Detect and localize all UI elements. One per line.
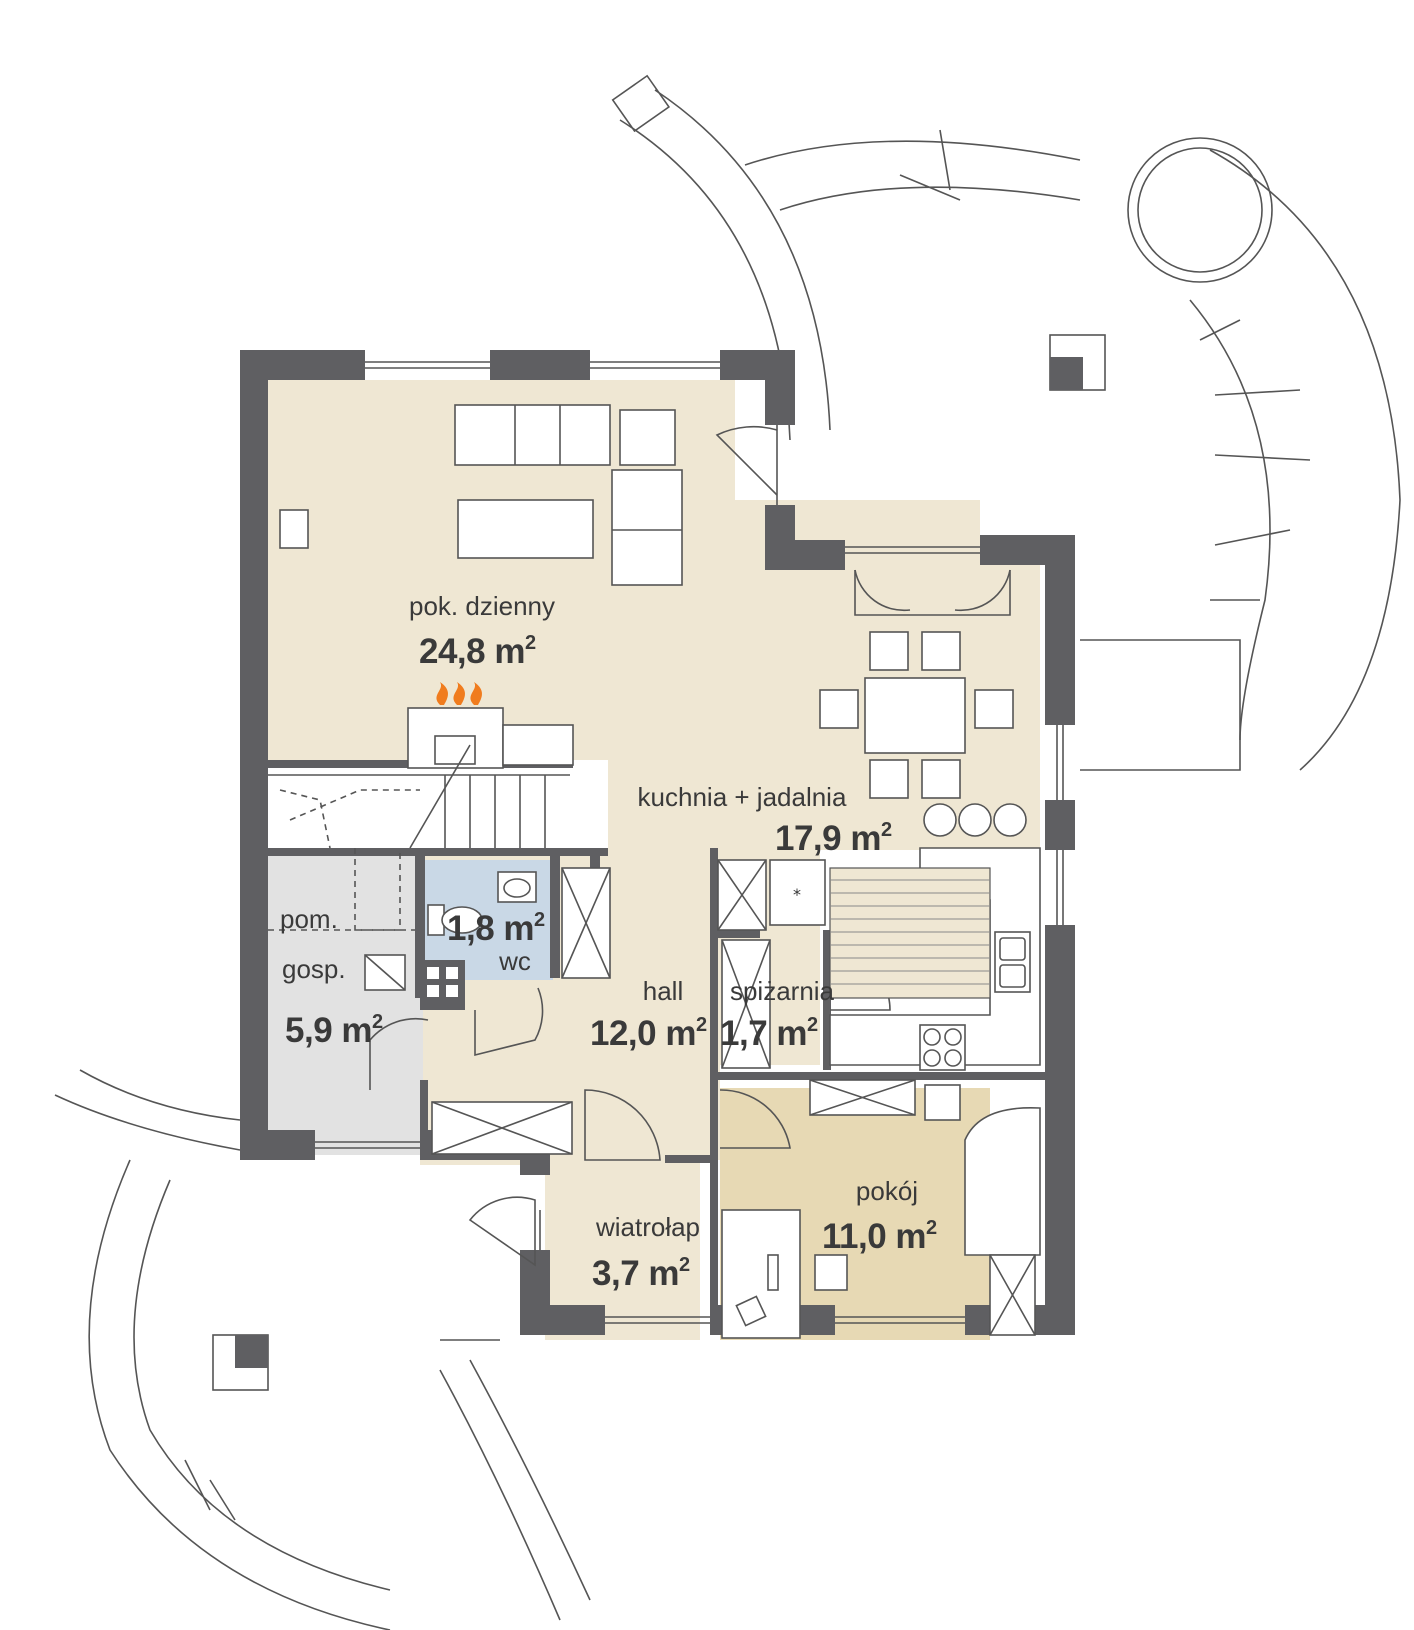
utility-room-name-line2: gosp. xyxy=(282,954,346,984)
round-planter xyxy=(1127,137,1273,283)
kitchen-room-name: kuchnia + jadalnia xyxy=(638,782,847,812)
pantry-shelves xyxy=(721,939,771,1069)
windows xyxy=(315,361,1064,1324)
room-name: pokój xyxy=(856,1176,918,1206)
terrace-bottom-left xyxy=(54,1069,591,1630)
wc-sink xyxy=(497,871,537,903)
svg-text:*: * xyxy=(793,885,801,904)
staircase xyxy=(268,744,570,931)
label-living: pok. dzienny 24,8 m2 xyxy=(409,591,555,671)
label-pantry: spiżarnia 1,7 m2 xyxy=(720,976,835,1053)
utility-room-area: 5,9 m2 xyxy=(285,1011,383,1050)
stove-icon xyxy=(919,1024,966,1071)
living-room-name: pok. dzienny xyxy=(409,591,555,621)
label-vestibule: wiatrołap 3,7 m2 xyxy=(592,1212,700,1293)
label-kitchen: kuchnia + jadalnia 17,9 m2 xyxy=(638,782,893,858)
fireplace-icon xyxy=(436,682,482,705)
living-furniture xyxy=(279,404,683,769)
toilet-icon xyxy=(427,904,483,936)
hall-room-area: 12,0 m2 xyxy=(590,1014,707,1053)
pantry-room-area: 1,7 m2 xyxy=(720,1014,818,1053)
wc-room-area: 1,8 m2 xyxy=(447,909,545,948)
doors xyxy=(369,425,1011,1267)
room-furniture xyxy=(721,1079,1041,1339)
wc-room-name: wc xyxy=(498,946,531,976)
round-planter-inner xyxy=(1137,147,1263,273)
vestibule-room-name: wiatrołap xyxy=(595,1212,700,1242)
utility-furniture xyxy=(364,954,465,1010)
vestibule-room-area: 3,7 m2 xyxy=(592,1254,690,1293)
fridge: * xyxy=(717,859,826,931)
pantry-room-name: spiżarnia xyxy=(730,976,835,1006)
chimney-block-bottom xyxy=(212,1334,269,1391)
sink-icon xyxy=(994,931,1031,993)
kitchen-room-area: 17,9 m2 xyxy=(775,819,892,858)
label-wc: 1,8 m2 wc xyxy=(447,909,546,976)
terrace-top-right xyxy=(611,74,1401,771)
chimney-block xyxy=(1049,334,1106,391)
living-room-area: 24,8 m2 xyxy=(419,632,536,671)
label-hall: hall 12,0 m2 xyxy=(590,976,707,1053)
label-utility: pom. gosp. 5,9 m2 xyxy=(280,904,384,1050)
label-room: pokój 11,0 m2 xyxy=(822,1176,938,1256)
room-area: 11,0 m2 xyxy=(822,1217,937,1256)
hall-room-name: hall xyxy=(643,976,683,1006)
dining-furniture xyxy=(819,631,1027,837)
hall-wardrobe xyxy=(431,867,611,1155)
utility-room-name-line1: pom. xyxy=(280,904,338,934)
